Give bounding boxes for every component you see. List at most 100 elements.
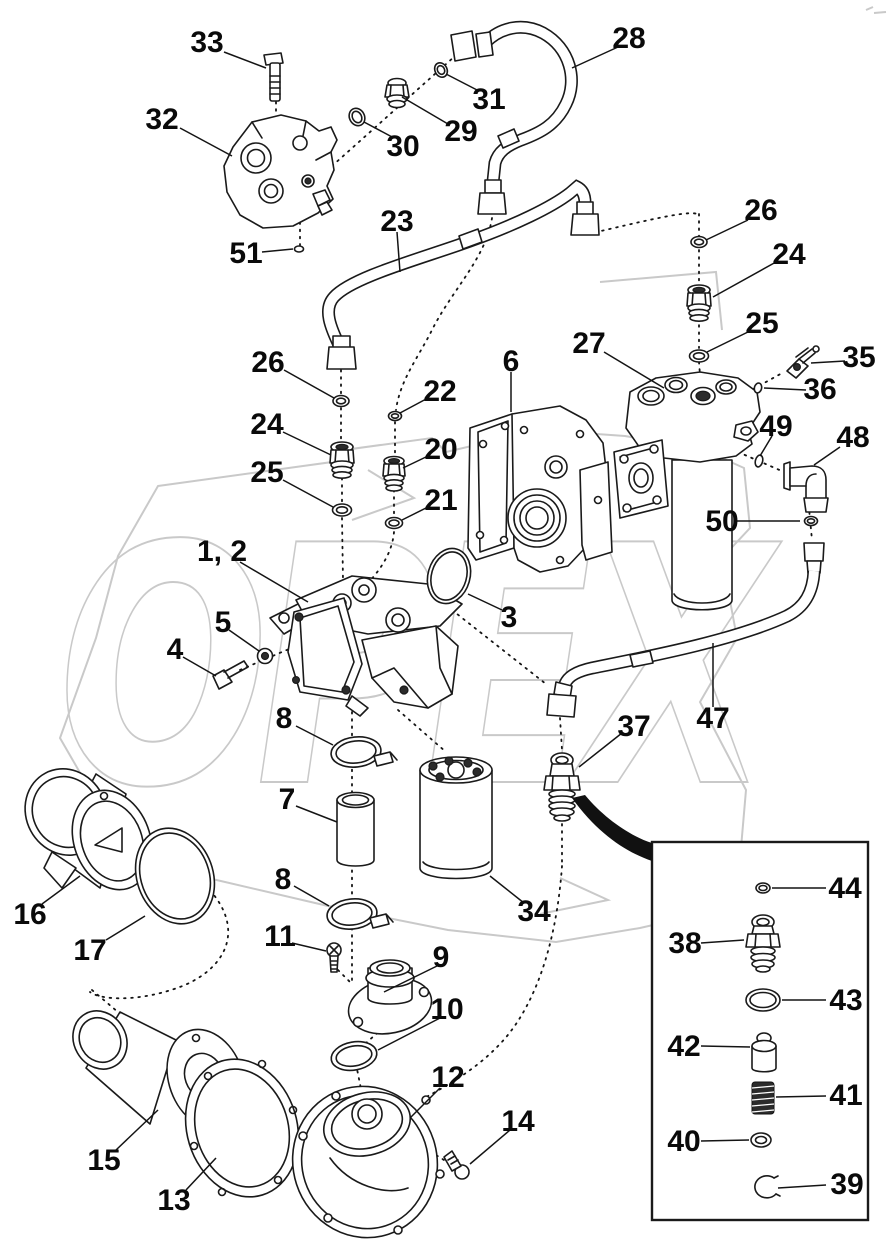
callout-22: 22 — [423, 375, 456, 408]
part-5-washer — [256, 647, 274, 665]
part-16-strainer-cup — [24, 768, 153, 891]
part-39-snap-ring — [754, 1175, 781, 1199]
callout-47: 47 — [696, 702, 729, 735]
callout-7: 7 — [279, 783, 296, 816]
part-36-o-ring — [753, 382, 763, 394]
part-43-o-ring — [745, 988, 781, 1012]
callout-8: 8 — [275, 863, 292, 896]
callout-14: 14 — [501, 1105, 535, 1138]
callout-39: 39 — [830, 1168, 863, 1201]
part-26-o-ring-left — [332, 394, 350, 408]
part-7-hose-tube — [336, 791, 375, 867]
callout-4: 4 — [167, 633, 184, 666]
callout-8: 8 — [276, 702, 293, 735]
callout-10: 10 — [430, 993, 463, 1026]
callout-44: 44 — [828, 872, 862, 905]
part-8-hose-clamp-lower — [326, 898, 394, 930]
callout-28: 28 — [612, 22, 645, 55]
part-10-o-ring — [330, 1040, 378, 1072]
part-50-o-ring — [803, 515, 819, 527]
part-49-o-ring — [754, 454, 764, 468]
callout-21: 21 — [424, 484, 457, 517]
part-14-screw — [443, 1150, 470, 1180]
detail-reference-arrow — [572, 795, 652, 861]
callout-17: 17 — [73, 934, 106, 967]
callout-26: 26 — [744, 194, 777, 227]
part-21-o-ring — [384, 516, 404, 530]
part-27-filter-head-assembly — [613, 371, 761, 611]
part-11-screw — [326, 942, 342, 973]
part-42-poppet — [751, 1032, 777, 1073]
callout-3: 3 — [501, 601, 518, 634]
part-34-oil-filter — [419, 756, 493, 880]
callout-35: 35 — [842, 341, 875, 374]
callout-41: 41 — [829, 1079, 862, 1112]
part-1-2-hydraulic-pump — [269, 575, 463, 717]
callout-23: 23 — [380, 205, 413, 238]
part-6-pump-housing — [467, 405, 613, 573]
part-25-o-ring-right — [688, 349, 710, 363]
callout-9: 9 — [433, 941, 450, 974]
part-48-elbow-fitting — [783, 461, 829, 513]
part-28-hose — [450, 20, 578, 215]
part-35-sensor — [786, 345, 820, 379]
callout-48: 48 — [836, 421, 869, 454]
callout-34: 34 — [517, 895, 551, 928]
detail-box — [650, 840, 870, 1222]
part-13-gasket — [184, 1058, 300, 1198]
part-25-o-ring-left — [331, 503, 353, 517]
callout-40: 40 — [667, 1125, 700, 1158]
part-24-fitting-left — [329, 441, 355, 479]
callout-29: 29 — [444, 115, 477, 148]
callout-50: 50 — [705, 505, 738, 538]
callout-33: 33 — [190, 26, 223, 59]
callout-25: 25 — [745, 307, 778, 340]
callout-1-2: 1, 2 — [197, 535, 247, 568]
part-33-bolt — [263, 52, 284, 102]
part-40-washer — [750, 1132, 772, 1148]
callout-13: 13 — [157, 1184, 190, 1217]
parts-layer — [24, 20, 829, 1239]
part-26-o-ring-right — [690, 235, 708, 249]
callout-31: 31 — [472, 83, 505, 116]
part-24-fitting-right — [686, 284, 712, 322]
part-44-o-ring — [755, 882, 771, 894]
part-47-hose — [546, 542, 825, 718]
callout-37: 37 — [617, 710, 650, 743]
part-20-fitting — [382, 455, 406, 492]
leader-lines — [41, 46, 846, 1191]
callout-38: 38 — [668, 927, 701, 960]
part-9-flange-adapter — [347, 959, 433, 1035]
part-29-fitting — [384, 77, 410, 109]
part-38-valve-assembly — [745, 914, 781, 973]
callout-24: 24 — [250, 408, 284, 441]
callout-43: 43 — [829, 984, 862, 1017]
callout-12: 12 — [431, 1061, 464, 1094]
callout-15: 15 — [87, 1144, 120, 1177]
callout-20: 20 — [424, 433, 457, 466]
callout-51: 51 — [229, 237, 262, 270]
part-4-bolt — [212, 660, 249, 690]
callout-16: 16 — [13, 898, 46, 931]
part-3-o-ring — [426, 547, 472, 605]
part-51-plug — [293, 245, 305, 253]
callout-36: 36 — [803, 373, 836, 406]
callout-27: 27 — [572, 327, 605, 360]
part-12-strainer-cover — [291, 1085, 445, 1239]
part-31-o-ring — [433, 62, 449, 78]
callout-26: 26 — [251, 346, 284, 379]
callout-6: 6 — [503, 345, 520, 378]
part-30-o-ring — [348, 107, 366, 127]
callout-42: 42 — [667, 1030, 700, 1063]
callout-25: 25 — [250, 456, 283, 489]
part-22-o-ring — [387, 410, 403, 422]
part-23-hose — [321, 179, 600, 370]
part-41-spring — [751, 1081, 775, 1115]
part-8-hose-clamp-upper — [330, 736, 398, 768]
callout-32: 32 — [145, 103, 178, 136]
callout-11: 11 — [264, 920, 296, 953]
part-17-o-ring — [134, 827, 216, 925]
part-37-relief-valve — [543, 752, 581, 822]
